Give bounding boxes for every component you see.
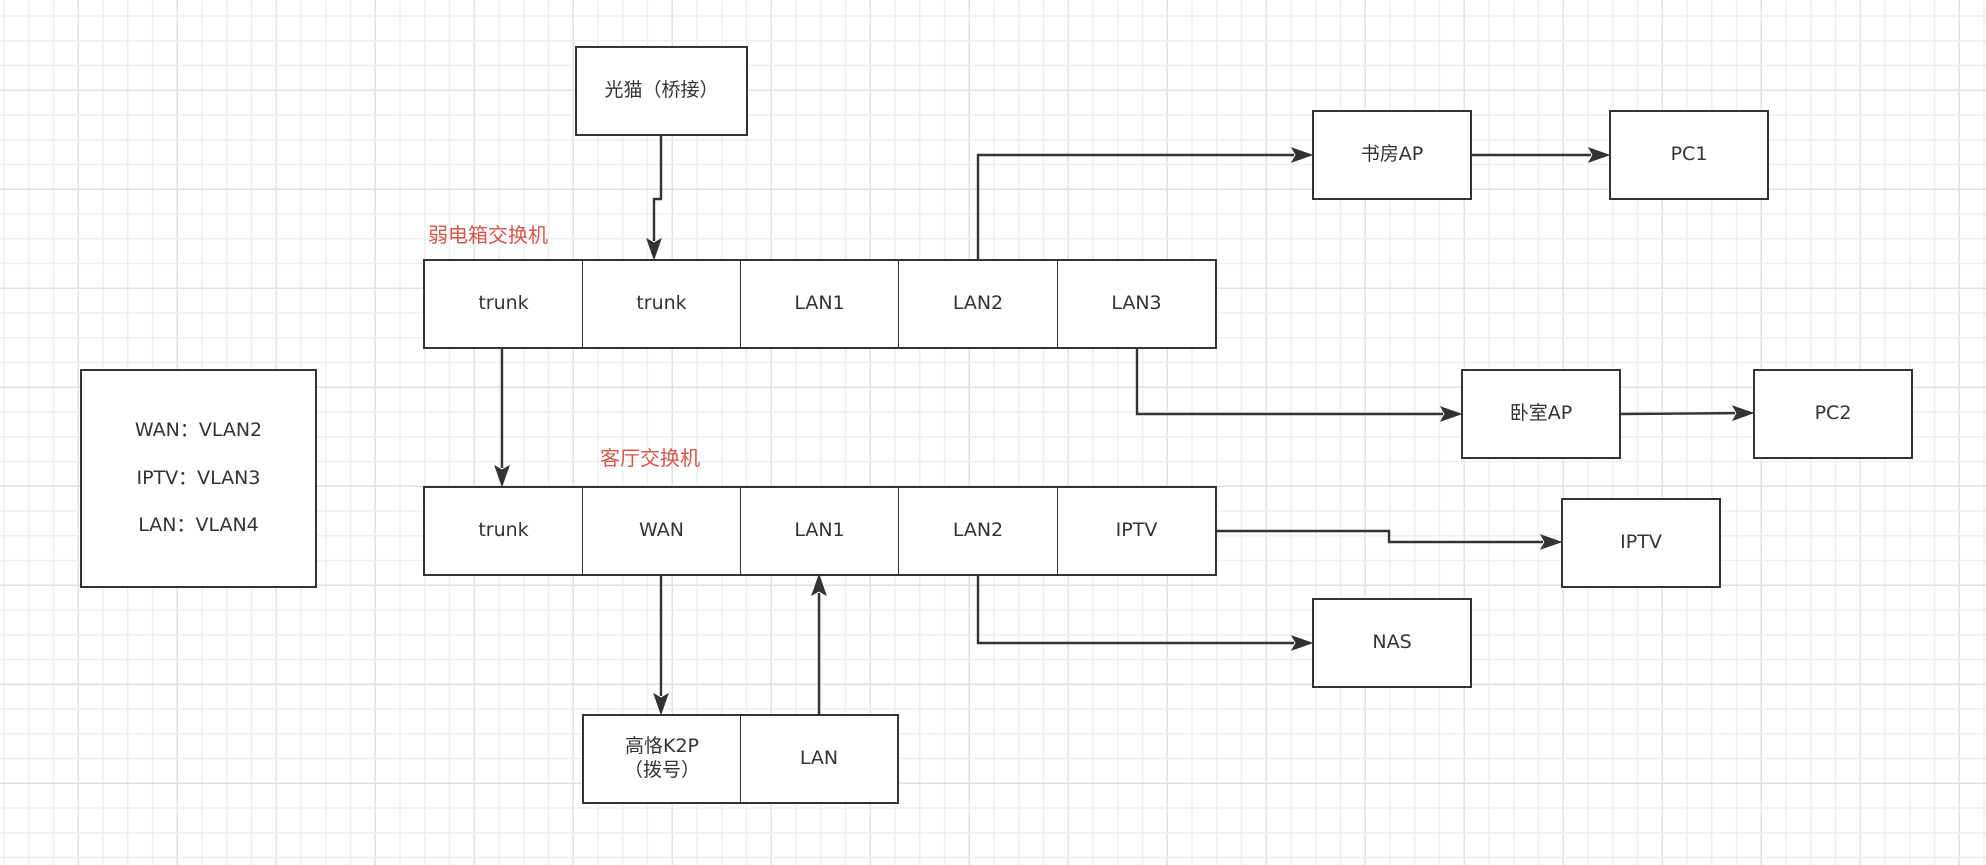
- study-ap-node[interactable]: 书房AP: [1312, 110, 1472, 200]
- living-room-switch-title: 客厅交换机: [600, 446, 700, 470]
- port-label: LAN3: [1111, 292, 1162, 315]
- living-switch-port-lan1[interactable]: LAN1: [740, 486, 899, 576]
- pc1-node[interactable]: PC1: [1609, 110, 1769, 200]
- pc2-node[interactable]: PC2: [1753, 369, 1913, 459]
- weak-switch-port-lan2[interactable]: LAN2: [898, 259, 1058, 349]
- device-label: 书房AP: [1360, 143, 1424, 166]
- port-label: IPTV: [1115, 519, 1158, 542]
- living-switch-port-trunk[interactable]: trunk: [423, 486, 583, 576]
- optical-modem-node[interactable]: 光猫（桥接）: [575, 46, 748, 136]
- nas-node[interactable]: NAS: [1312, 598, 1472, 688]
- port-label: WAN: [639, 519, 684, 542]
- port-label: LAN: [799, 747, 839, 770]
- bedroom-ap-node[interactable]: 卧室AP: [1461, 369, 1621, 459]
- device-label: PC2: [1814, 402, 1852, 425]
- port-label: trunk: [636, 292, 687, 315]
- vlan-legend-text: WAN：VLAN2 IPTV：VLAN3 LAN：VLAN4: [135, 395, 262, 561]
- router-label: 高恪K2P （拨号）: [623, 735, 700, 781]
- legend-line-lan: LAN：VLAN4: [138, 514, 259, 537]
- living-switch-port-wan[interactable]: WAN: [582, 486, 741, 576]
- weak-switch-port-lan3[interactable]: LAN3: [1057, 259, 1217, 349]
- port-label: trunk: [478, 292, 529, 315]
- router-k2p-node[interactable]: 高恪K2P （拨号）: [582, 714, 741, 804]
- port-label: LAN1: [794, 519, 845, 542]
- weak-switch-port-trunk-2[interactable]: trunk: [582, 259, 741, 349]
- iptv-box-node[interactable]: IPTV: [1561, 498, 1721, 588]
- device-label: NAS: [1372, 631, 1412, 654]
- weak-switch-port-trunk-1[interactable]: trunk: [423, 259, 583, 349]
- port-label: LAN1: [794, 292, 845, 315]
- weak-box-switch-title: 弱电箱交换机: [428, 223, 548, 247]
- device-label: IPTV: [1620, 531, 1662, 554]
- port-label: LAN2: [952, 519, 1004, 542]
- legend-line-wan: WAN：VLAN2: [134, 419, 263, 442]
- legend-line-iptv: IPTV：VLAN3: [136, 466, 261, 489]
- port-label: LAN2: [952, 292, 1004, 315]
- vlan-legend-box[interactable]: WAN：VLAN2 IPTV：VLAN3 LAN：VLAN4: [80, 369, 317, 588]
- device-label: PC1: [1670, 143, 1708, 166]
- device-label: 卧室AP: [1509, 402, 1573, 425]
- optical-modem-label: 光猫（桥接）: [604, 79, 719, 102]
- living-switch-port-iptv[interactable]: IPTV: [1057, 486, 1217, 576]
- port-label: trunk: [478, 519, 529, 542]
- weak-switch-port-lan1[interactable]: LAN1: [740, 259, 899, 349]
- living-switch-port-lan2[interactable]: LAN2: [898, 486, 1058, 576]
- router-port-lan[interactable]: LAN: [740, 714, 899, 804]
